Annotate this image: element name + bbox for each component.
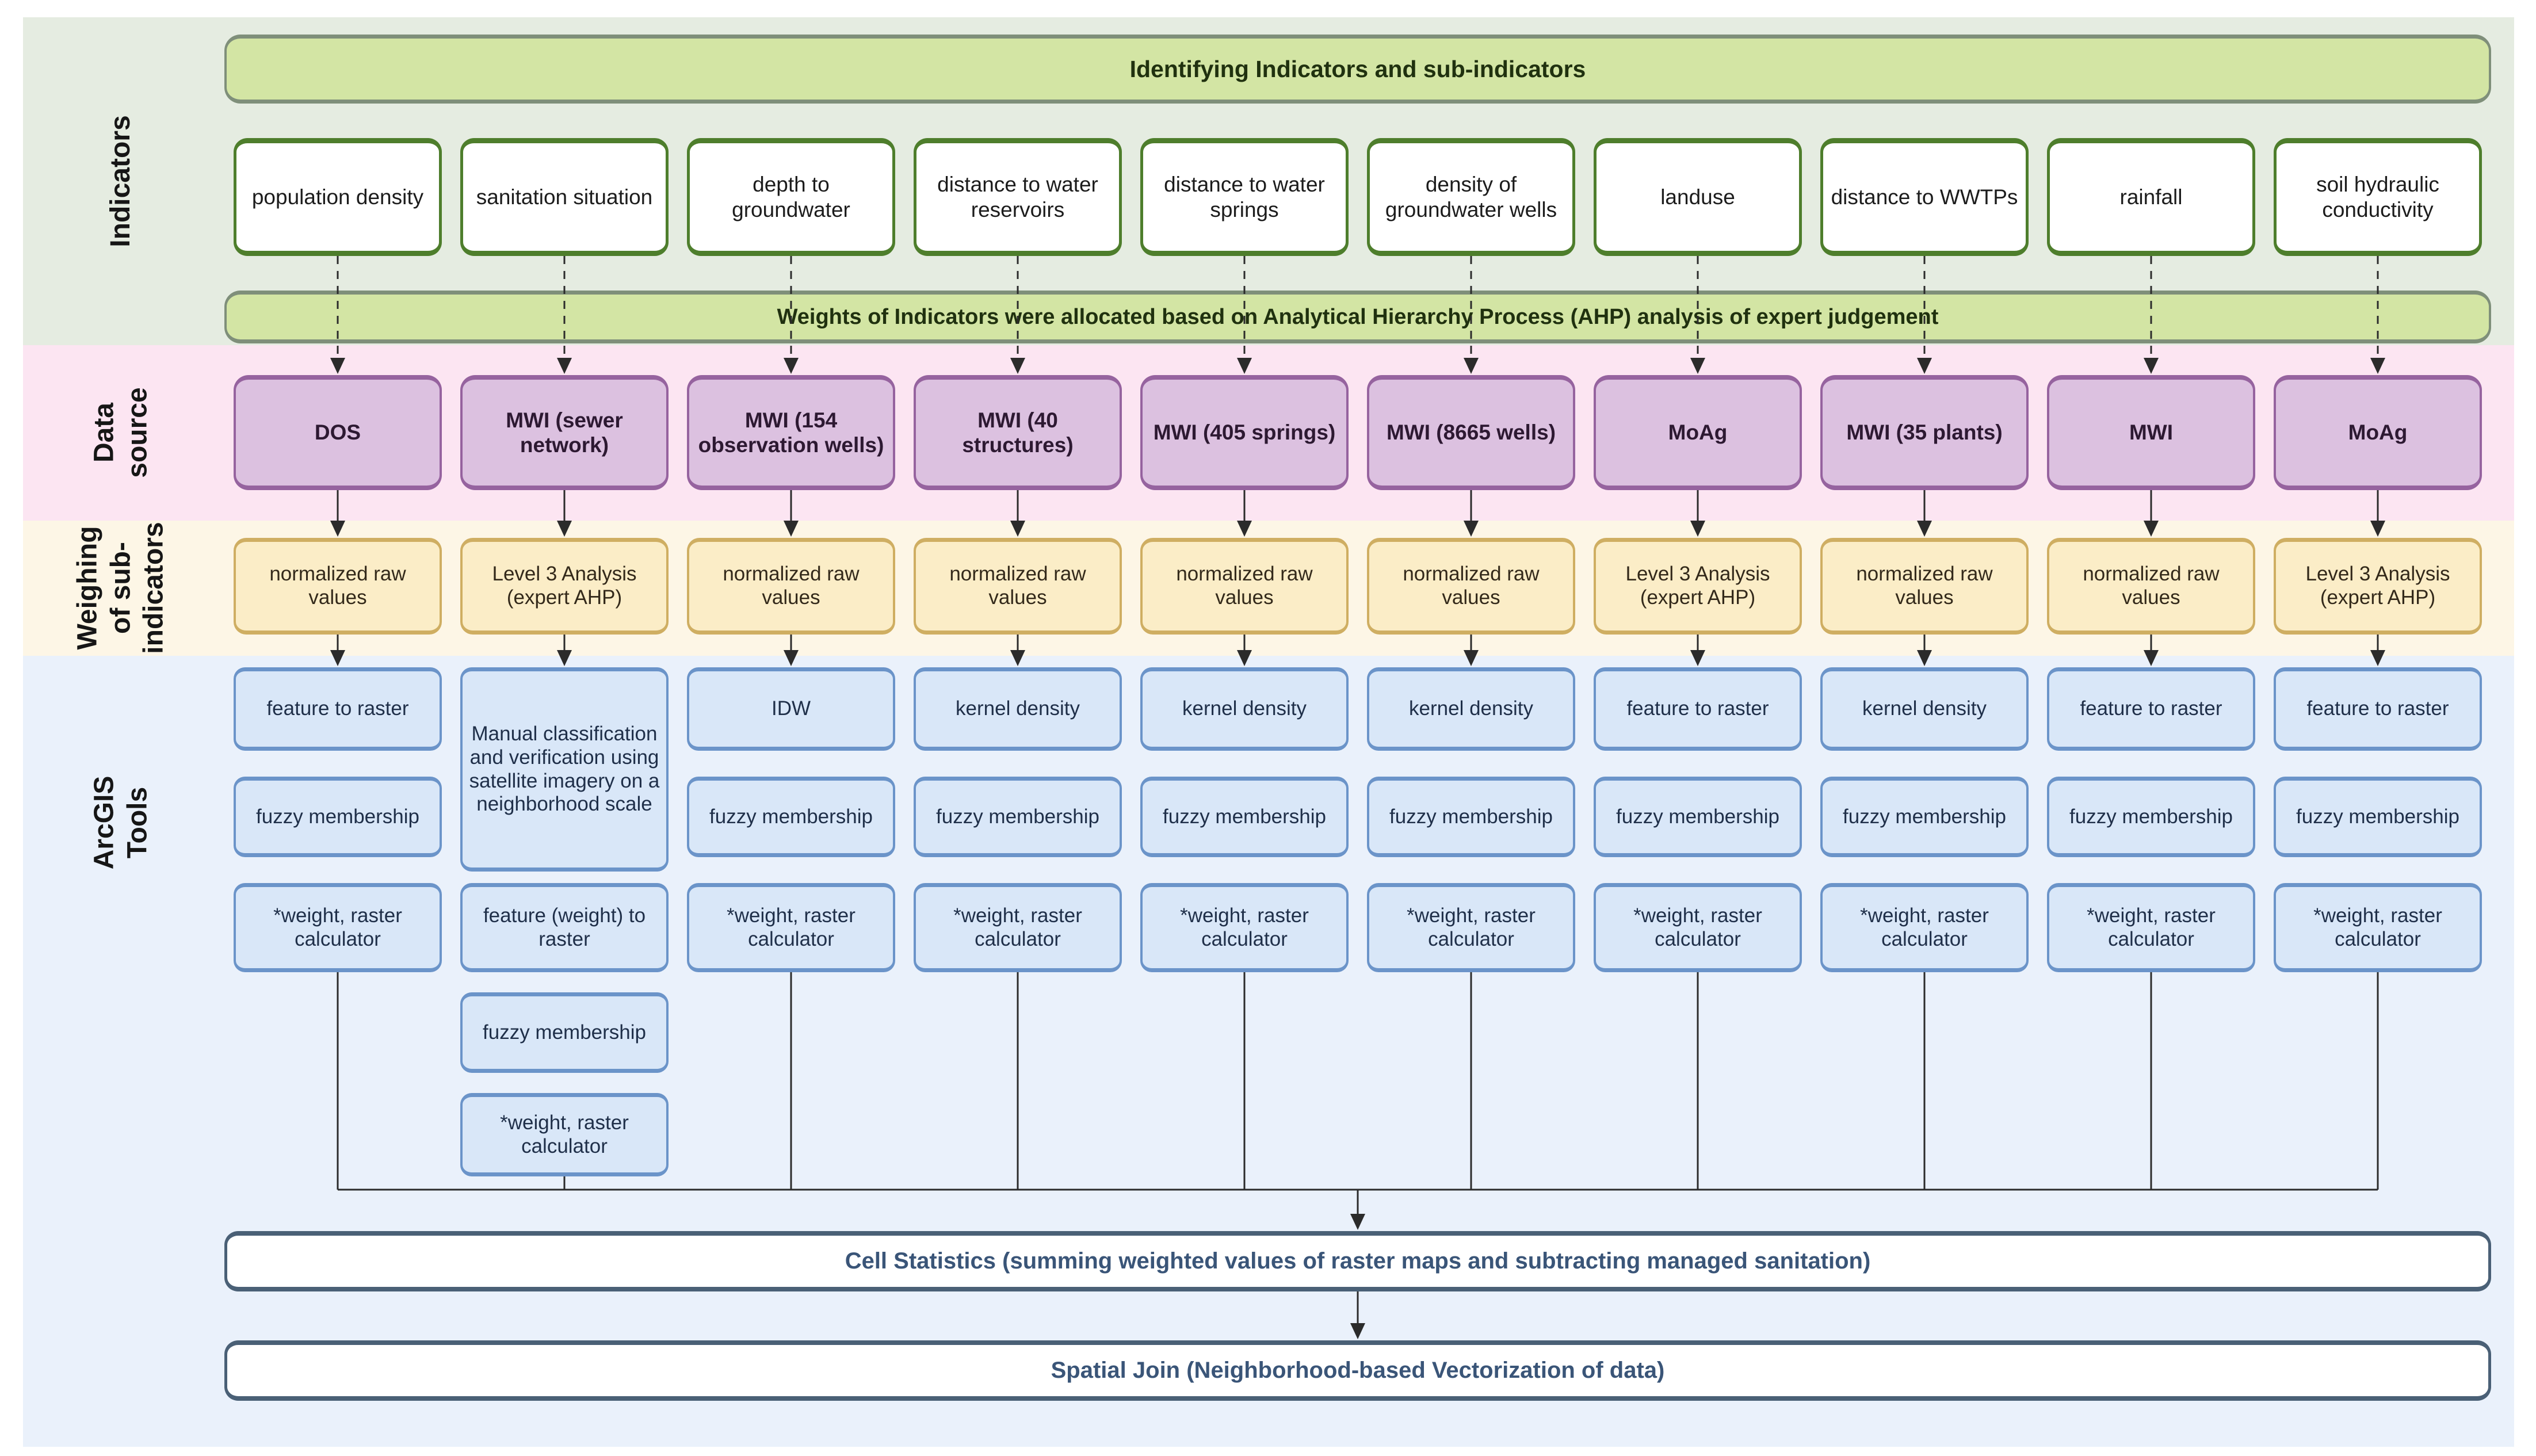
tool-box: fuzzy membership bbox=[234, 777, 442, 857]
tool-box: kernel density bbox=[1140, 667, 1349, 751]
data-source-box: MWI (35 plants) bbox=[1820, 375, 2029, 490]
tool-box: feature to raster bbox=[2047, 667, 2255, 751]
indicator-box: density of groundwater wells bbox=[1367, 138, 1575, 256]
indicator-box: population density bbox=[234, 138, 442, 256]
row-label-indicators: Indicators bbox=[105, 115, 136, 247]
data-source-box: MWI (405 springs) bbox=[1140, 375, 1349, 490]
weighing-box: normalized raw values bbox=[1820, 538, 2029, 635]
tool-box: kernel density bbox=[914, 667, 1122, 751]
indicator-box: depth to groundwater bbox=[687, 138, 895, 256]
weighing-box: Level 3 Analysis (expert AHP) bbox=[1594, 538, 1802, 635]
tool-box: fuzzy membership bbox=[1367, 777, 1575, 857]
indicator-box: distance to WWTPs bbox=[1820, 138, 2029, 256]
data-source-box: MWI bbox=[2047, 375, 2255, 490]
arcgis-tools-band bbox=[23, 656, 2514, 1447]
tool-box: *weight, raster calculator bbox=[1367, 883, 1575, 972]
tool-box: fuzzy membership bbox=[914, 777, 1122, 857]
indicator-box: sanitation situation bbox=[460, 138, 669, 256]
tool-box: *weight, raster calculator bbox=[914, 883, 1122, 972]
tool-box: fuzzy membership bbox=[2274, 777, 2482, 857]
data-source-box: MoAg bbox=[1594, 375, 1802, 490]
weighing-box: normalized raw values bbox=[1367, 538, 1575, 635]
indicator-box: distance to water springs bbox=[1140, 138, 1349, 256]
tool-box: *weight, raster calculator bbox=[460, 1093, 669, 1176]
weighing-box: Level 3 Analysis (expert AHP) bbox=[460, 538, 669, 635]
weighing-box: normalized raw values bbox=[2047, 538, 2255, 635]
weighing-box: Level 3 Analysis (expert AHP) bbox=[2274, 538, 2482, 635]
tool-box: feature to raster bbox=[234, 667, 442, 751]
spatial-join-banner: Spatial Join (Neighborhood-based Vectori… bbox=[224, 1340, 2491, 1401]
indicator-box: soil hydraulic conductivity bbox=[2274, 138, 2482, 256]
tool-box: fuzzy membership bbox=[2047, 777, 2255, 857]
tool-box: *weight, raster calculator bbox=[1820, 883, 2029, 972]
data-source-box: DOS bbox=[234, 375, 442, 490]
tool-box: *weight, raster calculator bbox=[2274, 883, 2482, 972]
cell-statistics-banner: Cell Statistics (summing weighted values… bbox=[224, 1231, 2491, 1291]
tool-box: feature to raster bbox=[1594, 667, 1802, 751]
tool-box: *weight, raster calculator bbox=[1140, 883, 1349, 972]
weights-ahp-banner: Weights of Indicators were allocated bas… bbox=[224, 291, 2491, 343]
tool-box: fuzzy membership bbox=[1594, 777, 1802, 857]
tool-box: fuzzy membership bbox=[1140, 777, 1349, 857]
tool-box: IDW bbox=[687, 667, 895, 751]
tool-box: *weight, raster calculator bbox=[1594, 883, 1802, 972]
data-source-box: MWI (40 structures) bbox=[914, 375, 1122, 490]
tool-box: kernel density bbox=[1820, 667, 2029, 751]
tool-box: kernel density bbox=[1367, 667, 1575, 751]
tool-box: *weight, raster calculator bbox=[687, 883, 895, 972]
indicator-box: landuse bbox=[1594, 138, 1802, 256]
indicator-box: distance to water reservoirs bbox=[914, 138, 1122, 256]
tool-box: fuzzy membership bbox=[1820, 777, 2029, 857]
weighing-box: normalized raw values bbox=[1140, 538, 1349, 635]
data-source-box: MoAg bbox=[2274, 375, 2482, 490]
tool-box: fuzzy membership bbox=[460, 992, 669, 1073]
indicator-box: rainfall bbox=[2047, 138, 2255, 256]
tool-box: fuzzy membership bbox=[687, 777, 895, 857]
tool-box: feature (weight) to raster bbox=[460, 883, 669, 972]
weighing-box: normalized raw values bbox=[687, 538, 895, 635]
weighing-box: normalized raw values bbox=[914, 538, 1122, 635]
tool-box: Manual classification and verification u… bbox=[460, 667, 669, 872]
data-source-box: MWI (8665 wells) bbox=[1367, 375, 1575, 490]
tool-box: *weight, raster calculator bbox=[234, 883, 442, 972]
data-source-box: MWI (154 observation wells) bbox=[687, 375, 895, 490]
weighing-box: normalized raw values bbox=[234, 538, 442, 635]
data-source-box: MWI (sewer network) bbox=[460, 375, 669, 490]
tool-box: feature to raster bbox=[2274, 667, 2482, 751]
tool-box: *weight, raster calculator bbox=[2047, 883, 2255, 972]
identifying-indicators-banner: Identifying Indicators and sub-indicator… bbox=[224, 35, 2491, 104]
